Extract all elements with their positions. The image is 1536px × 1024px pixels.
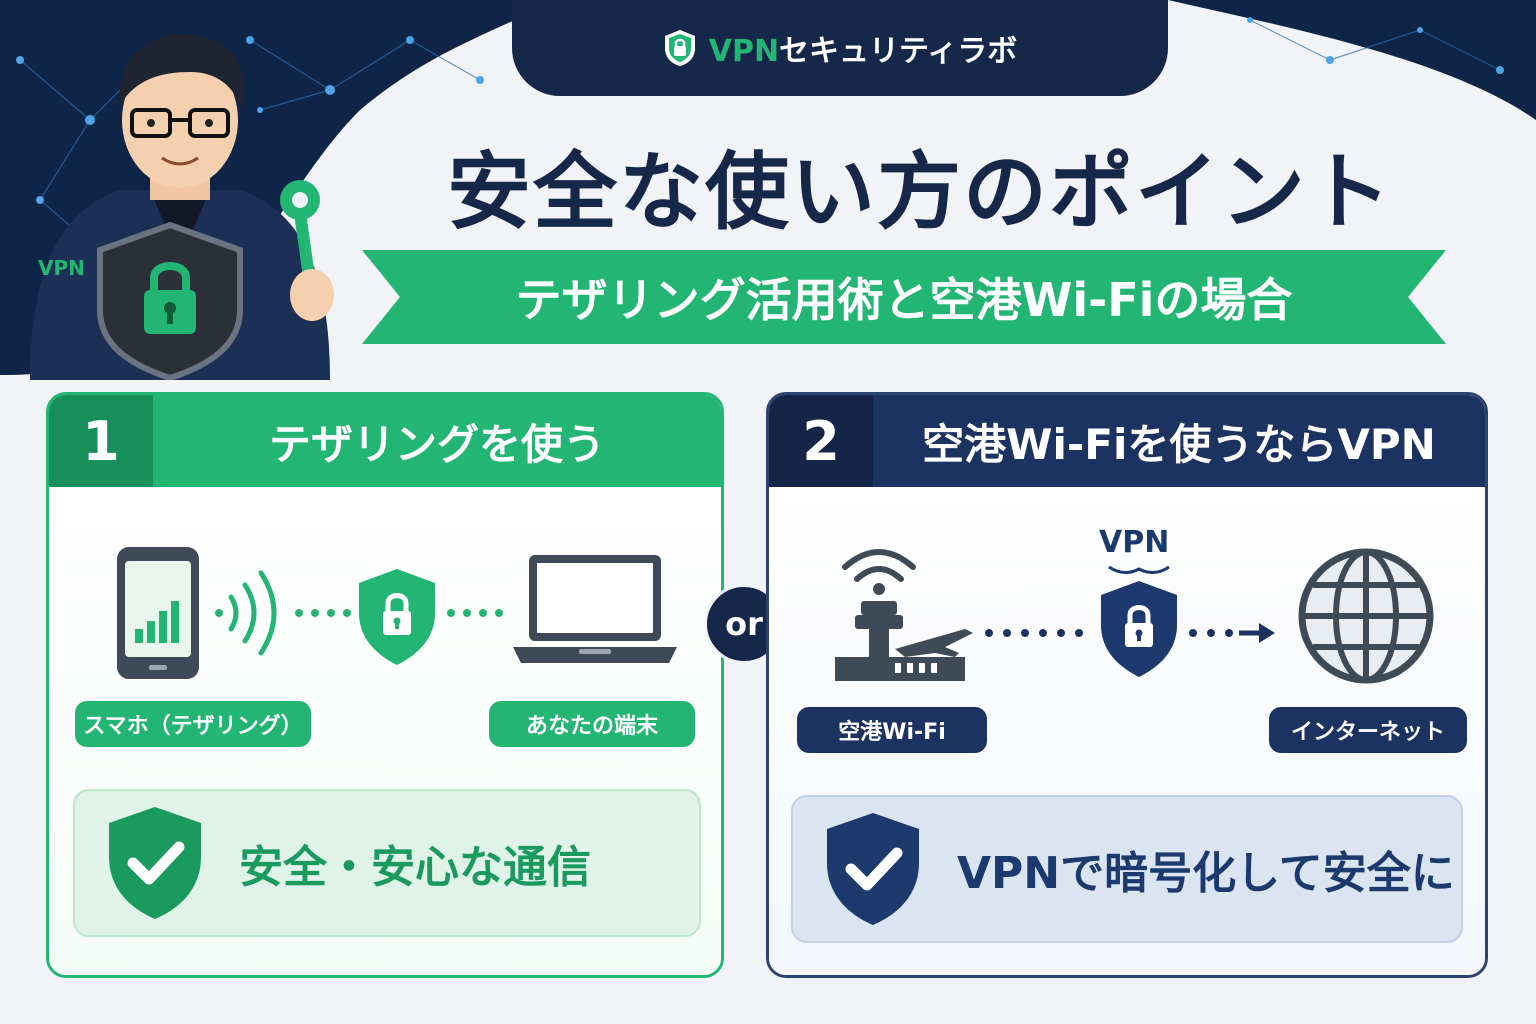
result-box: 安全・安心な通信 [73,789,701,937]
card-body: VPN 空港Wi-Fi インターネット [769,487,1485,975]
airplane-icon [895,629,973,657]
globe-icon [1298,548,1434,684]
dotted-connector [985,629,1083,637]
tethering-card: 1 テザリングを使う [46,392,724,978]
brand-header: VPNセキュリティラボ [512,0,1168,96]
laptop-icon [513,555,677,663]
result-text: 安全・安心な通信 [239,842,591,893]
card-header: 2 空港Wi-Fiを使うならVPN [769,395,1485,487]
dotted-connector [447,609,503,617]
label-airport-wifi: 空港Wi-Fi [797,707,987,753]
tunnel-wave [1108,565,1170,574]
vpn-label: VPN [1099,525,1170,560]
smartphone-icon [117,547,199,679]
card-header: 1 テザリングを使う [49,395,721,487]
mascot-badge: VPN [38,256,85,280]
subtitle-text: テザリング活用術と空港Wi-Fiの場合 [515,273,1293,327]
brand-name: VPNセキュリティラボ [708,34,1018,69]
shield-lock-icon [97,221,243,380]
card-number: 2 [769,395,873,487]
result-box: VPNで暗号化して安全に [791,795,1463,943]
page-title: 安全な使い方のポイント [446,143,1393,241]
mascot-illustration: VPN [30,34,334,380]
arrow-connector [1189,623,1275,643]
card-title: テザリングを使う [268,419,605,469]
signal-waves-icon [215,570,277,656]
shield-lock-icon [664,30,695,66]
check-shield-icon [109,807,201,919]
label-your-device: あなたの端末 [489,701,695,747]
card-body: スマホ（テザリング） あなたの端末 安全・安心な通信 [49,487,721,975]
card-title: 空港Wi-Fiを使うならVPN [922,419,1436,469]
shield-lock-icon [1101,581,1177,677]
airport-tower-icon [835,549,973,681]
label-smartphone-tethering: スマホ（テザリング） [75,701,311,747]
check-shield-icon [827,813,919,925]
shield-lock-icon [359,569,435,665]
subtitle-ribbon: テザリング活用術と空港Wi-Fiの場合 [362,250,1446,344]
label-internet: インターネット [1269,707,1467,753]
card-number: 1 [49,395,153,487]
result-text: VPNで暗号化して安全に [957,848,1455,899]
dotted-connector [295,609,351,617]
wifi-icon [842,549,916,595]
airport-wifi-card: 2 空港Wi-Fiを使うならVPN VPN [766,392,1488,978]
